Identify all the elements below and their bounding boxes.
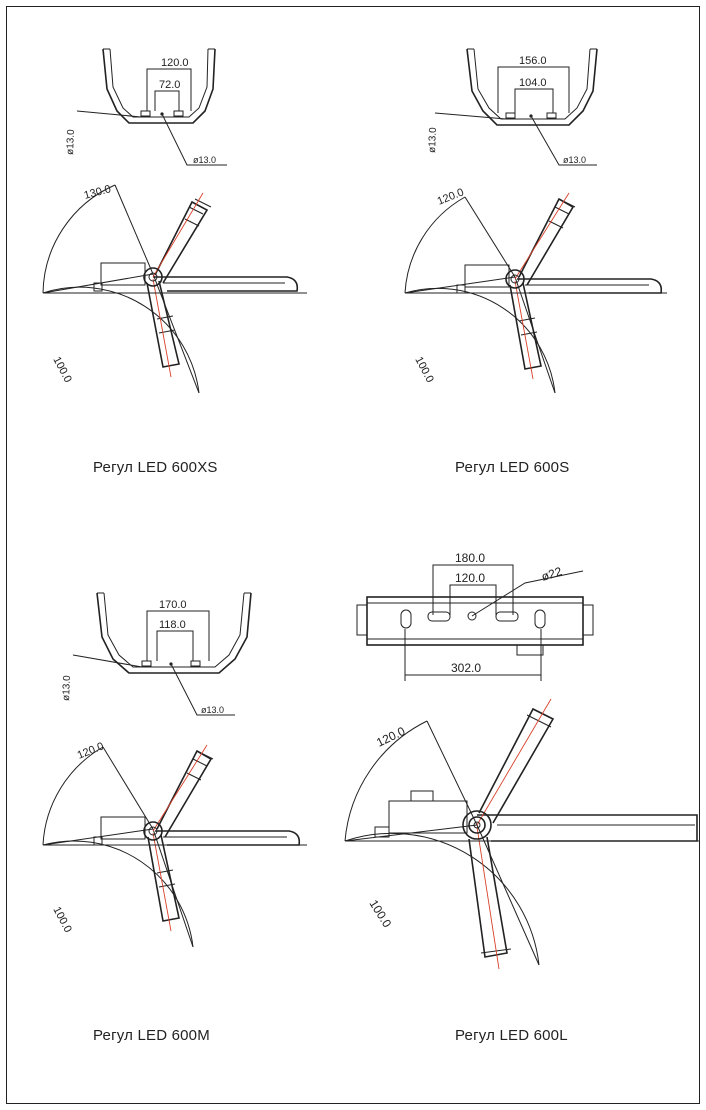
dim-side-hole: ø13.0 — [427, 127, 439, 153]
dim-angle-up: 120.0 — [76, 740, 106, 761]
model-caption-600m: Регул LED 600M — [93, 1027, 210, 1044]
dim-inner-width: 104.0 — [519, 77, 547, 89]
dim-angle-down: 100.0 — [50, 355, 74, 385]
dim-inner-width: 120.0 — [455, 571, 485, 585]
dim-inner-width: 72.0 — [159, 79, 180, 91]
panel-600l-rotation-view: 120.0 100.0 — [344, 698, 699, 970]
dim-center-hole: ø13.0 — [193, 155, 216, 165]
dim-outer-width: 156.0 — [519, 55, 547, 67]
dim-angle-down: 100.0 — [50, 905, 74, 935]
technical-drawing: 120.0 72.0 ø13.0 ø13.0 130.0 100.0 — [42, 48, 699, 970]
dim-angle-up: 130.0 — [83, 183, 113, 202]
dim-outer-width: 180.0 — [455, 551, 485, 565]
dim-inner-width: 118.0 — [159, 619, 186, 631]
dim-center-hole: ø13.0 — [201, 705, 224, 715]
panel-600xs-rotation-view: 130.0 100.0 — [42, 183, 307, 394]
dim-angle-down: 100.0 — [366, 897, 394, 930]
dim-center-hole: ø13.0 — [563, 155, 586, 165]
panel-600xs-bracket-view: 120.0 72.0 ø13.0 ø13.0 — [65, 48, 227, 166]
model-caption-600s: Регул LED 600S — [455, 459, 570, 476]
dim-angle-up: 120.0 — [436, 186, 466, 207]
dim-side-hole: ø13.0 — [61, 675, 73, 701]
dim-angle-down: 100.0 — [412, 355, 436, 385]
panel-600s-rotation-view: 120.0 100.0 — [404, 186, 667, 394]
dim-outer-width: 120.0 — [161, 57, 189, 69]
dim-side-hole: ø13.0 — [65, 129, 77, 155]
panel-600m-bracket-view: 170.0 118.0 ø13.0 ø13.0 — [61, 592, 252, 716]
panel-600s-bracket-view: 156.0 104.0 ø13.0 ø13.0 — [427, 48, 598, 166]
dim-outer-width: 170.0 — [159, 599, 187, 611]
drawing-sheet: 120.0 72.0 ø13.0 ø13.0 130.0 100.0 — [6, 6, 700, 1104]
panel-600l-bracket-view: 180.0 120.0 ø22 302.0 — [356, 551, 594, 681]
dim-total-width: 302.0 — [451, 661, 481, 675]
panel-600m-rotation-view: 120.0 100.0 — [42, 740, 307, 948]
dim-center-hole: ø22 — [540, 564, 564, 584]
model-caption-600l: Регул LED 600L — [455, 1027, 568, 1044]
model-caption-600xs: Регул LED 600XS — [93, 459, 218, 476]
